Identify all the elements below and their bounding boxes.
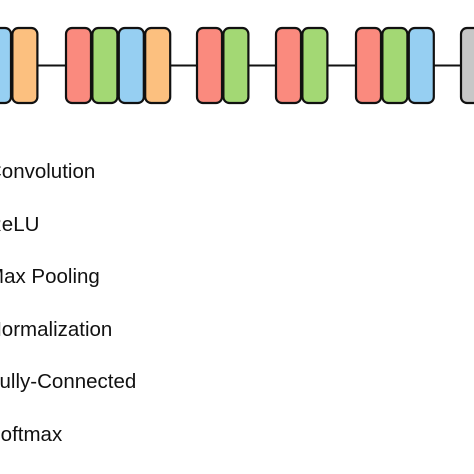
layer-block-max-pooling [407, 26, 435, 105]
legend-item-fully-connected: Fully-Connected [0, 370, 137, 394]
layer-block-convolution [354, 26, 383, 105]
layer-block-relu [301, 26, 329, 105]
layer-block-max-pooling [117, 26, 145, 105]
legend-item-convolution: Convolution [0, 160, 96, 183]
legend-item-relu: ReLU [0, 212, 40, 236]
layer-block-normalization [144, 26, 172, 105]
layer-block-fully-connected [459, 26, 474, 105]
layer-block-relu [222, 26, 250, 105]
layer-block-convolution [274, 26, 303, 105]
layer-block-convolution [195, 26, 224, 105]
legend: Convolution ReLU Max Pooling Normalizati… [0, 153, 136, 469]
layer-block-convolution [64, 26, 93, 105]
legend-item-max-pooling: Max Pooling [0, 265, 100, 289]
layer-block-relu [381, 26, 409, 105]
layer-block-normalization [11, 26, 39, 105]
legend-item-softmax: Softmax [0, 422, 63, 446]
layer-block-relu [91, 26, 119, 105]
layer-block-max-pooling [0, 26, 13, 105]
legend-item-normalization: Normalization [0, 317, 113, 341]
